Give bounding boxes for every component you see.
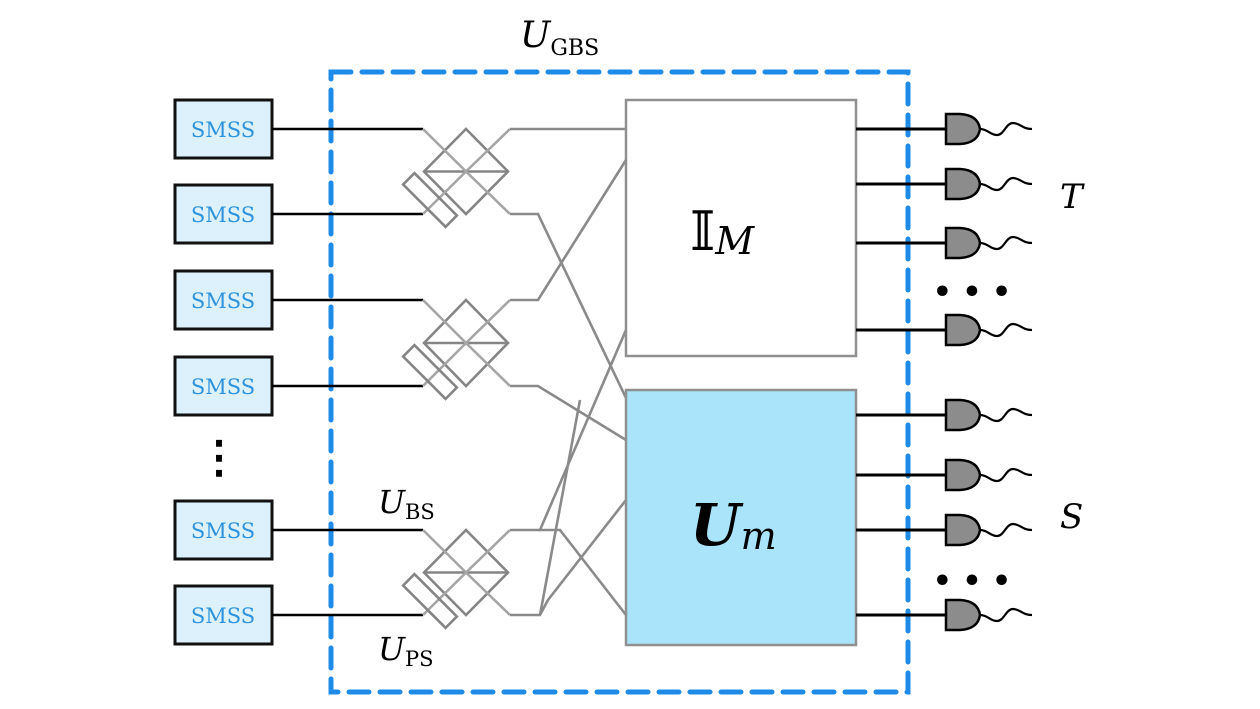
identity-block [624,98,858,358]
group-S-label: S [1060,497,1083,537]
smss-label: SMSS [191,604,255,628]
detector [856,598,1033,632]
detector-icon [944,598,982,632]
detector-icon [944,226,982,260]
detector-ellipsis-S: • • • [933,564,1011,599]
detector-icon [944,112,982,146]
smss-source: SMSS [173,499,274,561]
signal-wave-icon [979,176,1033,192]
phase-shifter [401,171,459,229]
signal-wave-icon [979,607,1033,623]
smss-source: SMSS [173,355,274,417]
source-ellipsis: ⋮ [197,432,241,483]
phase-shifter [401,343,459,401]
smss-box [173,499,274,561]
smss-label: SMSS [191,375,255,399]
unitary-label: Um [690,491,777,559]
smss-source: SMSS [173,98,274,160]
optics-layer [401,127,511,630]
smss-box [173,584,274,646]
smss-source: SMSS [173,269,274,331]
phase-shifter-label: UPS [378,630,434,671]
detector [856,458,1033,492]
smss-label: SMSS [191,118,255,142]
beam-splitter-unit [401,127,511,229]
smss-box [173,355,274,417]
detector [856,226,1033,260]
smss-source: SMSS [173,183,274,245]
detector-icon [944,313,982,347]
beam-splitter-unit [401,528,511,630]
detector-ellipsis-T: • • • [933,275,1011,310]
detector-icon [944,458,982,492]
detector-icon [944,167,982,201]
beam-splitter [422,127,510,216]
group-T-label: T [1060,177,1085,217]
smss-box [173,183,274,245]
beam-splitter-label: UBS [378,483,435,524]
smss-source: SMSS [173,584,274,646]
unitary-block [624,388,858,647]
phase-shifter [401,572,459,630]
identity-label: 𝕀M [690,200,755,263]
smss-label: SMSS [191,519,255,543]
detector-icon [944,398,982,432]
gbs-title: UGBS [520,15,599,61]
detector [856,398,1033,432]
detector [856,167,1033,201]
detector [856,112,1033,146]
beam-splitter [422,528,510,617]
signal-wave-icon [979,522,1033,538]
beam-splitter [422,298,510,388]
signal-wave-icon [979,407,1033,423]
signal-wave-icon [979,121,1033,137]
beam-splitter-unit [401,298,511,401]
detectors [856,112,1033,632]
signal-wave-icon [979,467,1033,483]
smss-box [173,98,274,160]
detector-icon [944,513,982,547]
input-wires [272,127,423,617]
smss-label: SMSS [191,203,255,227]
signal-wave-icon [979,235,1033,251]
signal-wave-icon [979,322,1033,338]
gbs-boundary [328,69,911,695]
detector [856,513,1033,547]
detector [856,313,1033,347]
smss-label: SMSS [191,289,255,313]
smss-sources: SMSS SMSS SMSS SMSS SMSS SMSS [173,98,274,646]
